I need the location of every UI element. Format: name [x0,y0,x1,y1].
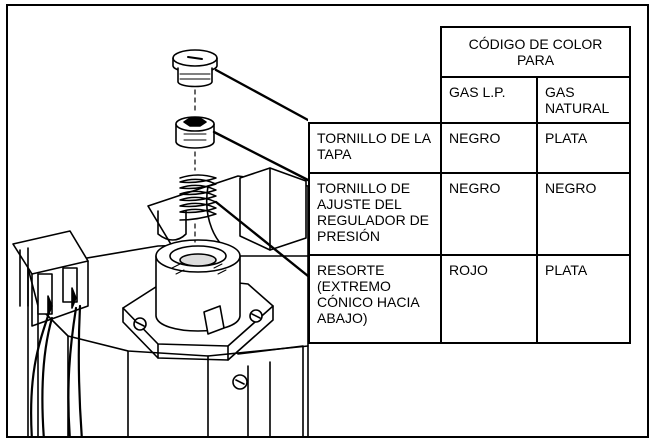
row-label-spring: RESORTE (EXTREMO CÓNICO HACIA ABAJO) [308,254,442,344]
diagram-frame: CÓDIGO DE COLOR PARA GAS L.P. GAS NATURA… [6,4,649,438]
spring [179,174,217,221]
electrical-terminal-block [12,230,89,327]
cell-spring-lp: ROJO [440,254,538,344]
gas-valve-illustration [12,49,310,436]
table-header-title: CÓDIGO DE COLOR PARA [440,26,631,78]
cell-adjust-screw-natural: NEGRO [536,172,631,256]
color-code-table: CÓDIGO DE COLOR PARA GAS L.P. GAS NATURA… [308,26,631,344]
row-label-cap-screw: TORNILLO DE LA TAPA [308,122,442,174]
regulator-housing [147,167,309,257]
wires [30,304,83,436]
cell-cap-screw-lp: NEGRO [440,122,538,174]
cap-screw [172,49,218,88]
row-label-adjust-screw: TORNILLO DE AJUSTE DEL REGULADOR DE PRES… [308,172,442,256]
column-header-natural: GAS NATURAL [536,76,631,124]
adjustment-screw [175,116,215,149]
leader-lines [212,68,310,278]
table-corner [309,27,441,77]
regulator-turret [122,239,274,390]
table-corner-2 [309,77,441,123]
cell-adjust-screw-lp: NEGRO [440,172,538,256]
column-header-lp: GAS L.P. [440,76,538,124]
cell-spring-natural: PLATA [536,254,631,344]
cell-cap-screw-natural: PLATA [536,122,631,174]
